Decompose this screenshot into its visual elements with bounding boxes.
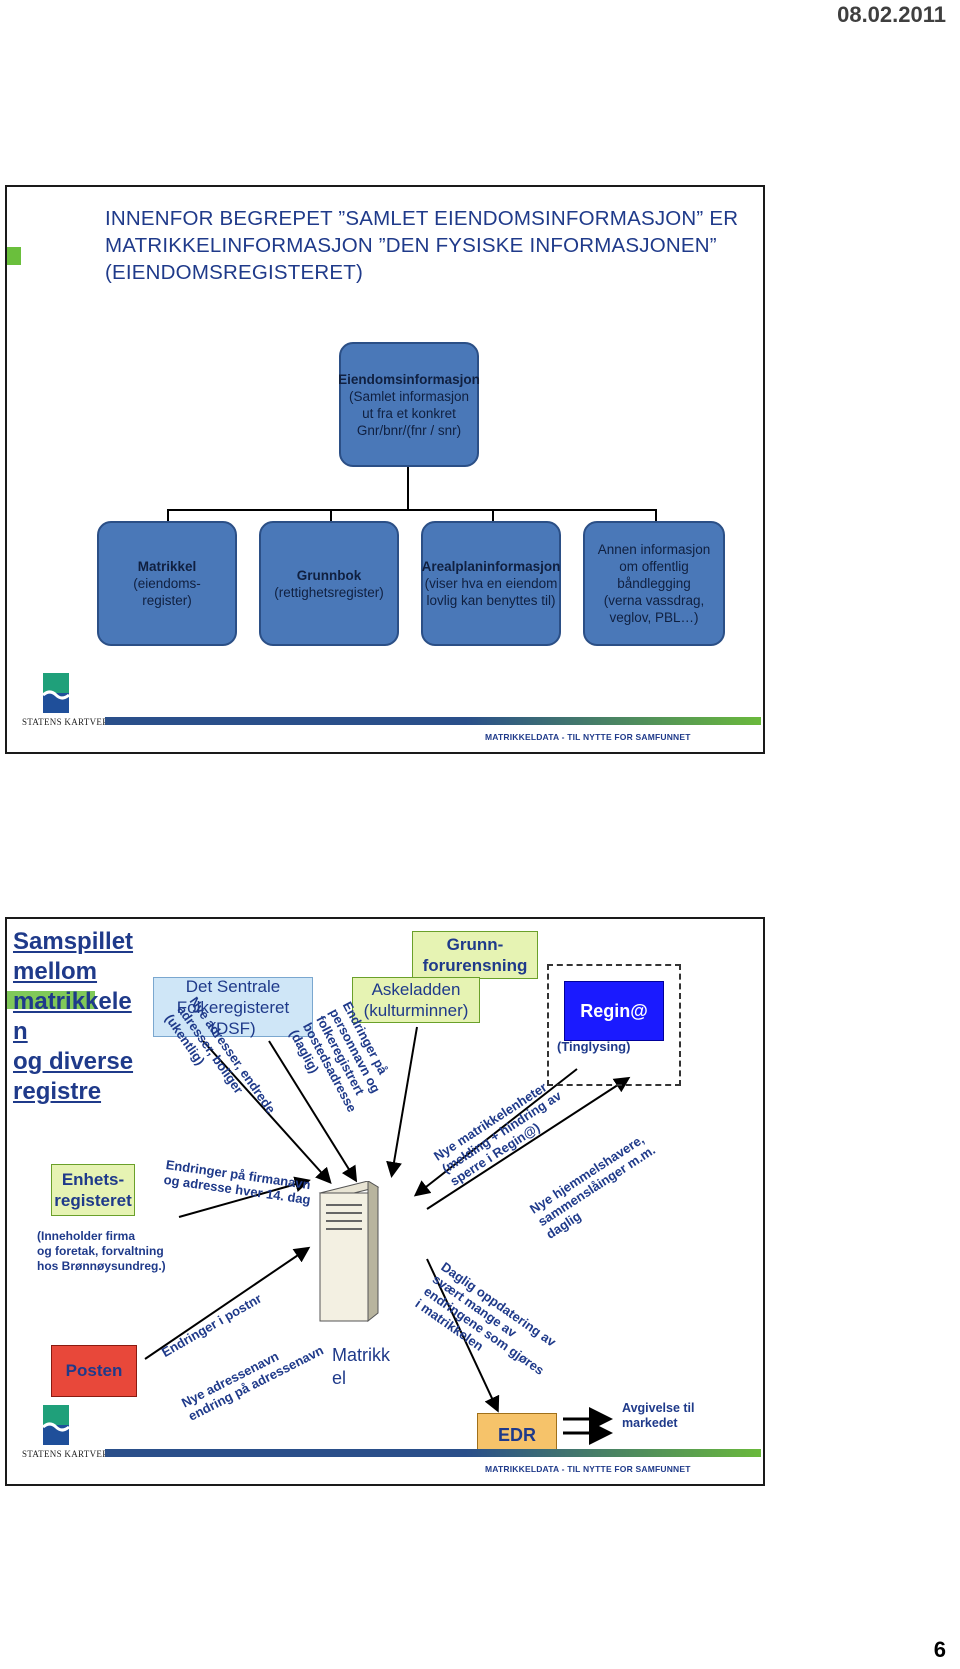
connector-bar	[167, 509, 657, 511]
slide-1: INNENFOR BEGREPET ”SAMLET EIENDOMSINFORM…	[5, 185, 765, 754]
server-icon	[312, 1180, 382, 1336]
footer-text: MATRIKKELDATA - TIL NYTTE FOR SAMFUNNET	[485, 1464, 691, 1474]
node-grunnbok: Grunnbok(rettighetsregister)	[259, 521, 399, 646]
slide-2-title: Samspillet mellom matrikkele n og divers…	[13, 928, 134, 1105]
slide-1-title: INNENFOR BEGREPET ”SAMLET EIENDOMSINFORM…	[105, 207, 739, 284]
box-askeladden: Askeladden(kulturminner)	[352, 977, 480, 1023]
box-posten: Posten	[51, 1345, 137, 1397]
footer-bar	[105, 1449, 761, 1457]
arrow-matrikkel-regin	[426, 1076, 631, 1210]
box-regin: Regin@	[564, 981, 664, 1041]
box-grunnforurensning: Grunn-forurensning	[412, 931, 538, 979]
connector-trunk	[407, 452, 409, 510]
page-number: 6	[933, 1637, 946, 1662]
statens-kartverk-logo	[42, 673, 70, 718]
tinglysing-label: (Tinglysing)	[557, 1039, 631, 1054]
date-header: 08.02.2011	[837, 2, 946, 27]
kartverk-logo-icon	[42, 673, 70, 713]
arrow-posten	[144, 1246, 311, 1360]
node-matrikkel: Matrikkel(eiendoms-register)	[97, 521, 237, 646]
slide-2: Samspillet mellom matrikkele n og divers…	[5, 917, 765, 1486]
arrow-askeladden	[386, 1026, 418, 1178]
arrow-dsf-personnavn	[268, 1040, 358, 1183]
arrow-matrikkel-edr	[426, 1258, 500, 1413]
statens-kartverk-logo	[42, 1405, 70, 1450]
footer-text: MATRIKKELDATA - TIL NYTTE FOR SAMFUNNET	[485, 732, 691, 742]
arrow-enhets	[178, 1176, 311, 1218]
title-accent-mark	[7, 247, 21, 265]
arrow-regin-matrikkel	[413, 1068, 578, 1197]
connector-drop-4	[655, 509, 657, 521]
footer-bar	[105, 717, 761, 725]
connector-drop-3	[492, 509, 494, 521]
logo-text: STATENS KARTVERK	[22, 717, 116, 727]
box-enhetsregisteret: Enhets-registeret	[51, 1164, 135, 1216]
connector-drop-1	[167, 509, 169, 521]
arrow-dsf-adresser	[202, 1040, 332, 1184]
arrows-layer	[144, 1026, 631, 1445]
kartverk-logo-icon	[42, 1405, 70, 1445]
node-arealplaninformasjon: Arealplaninformasjon(viser hva en eiendo…	[421, 521, 561, 646]
connector-drop-2	[330, 509, 332, 521]
regin-dashed-frame	[547, 964, 681, 1086]
logo-text: STATENS KARTVERK	[22, 1449, 116, 1459]
title-accent-mark	[7, 991, 95, 1009]
